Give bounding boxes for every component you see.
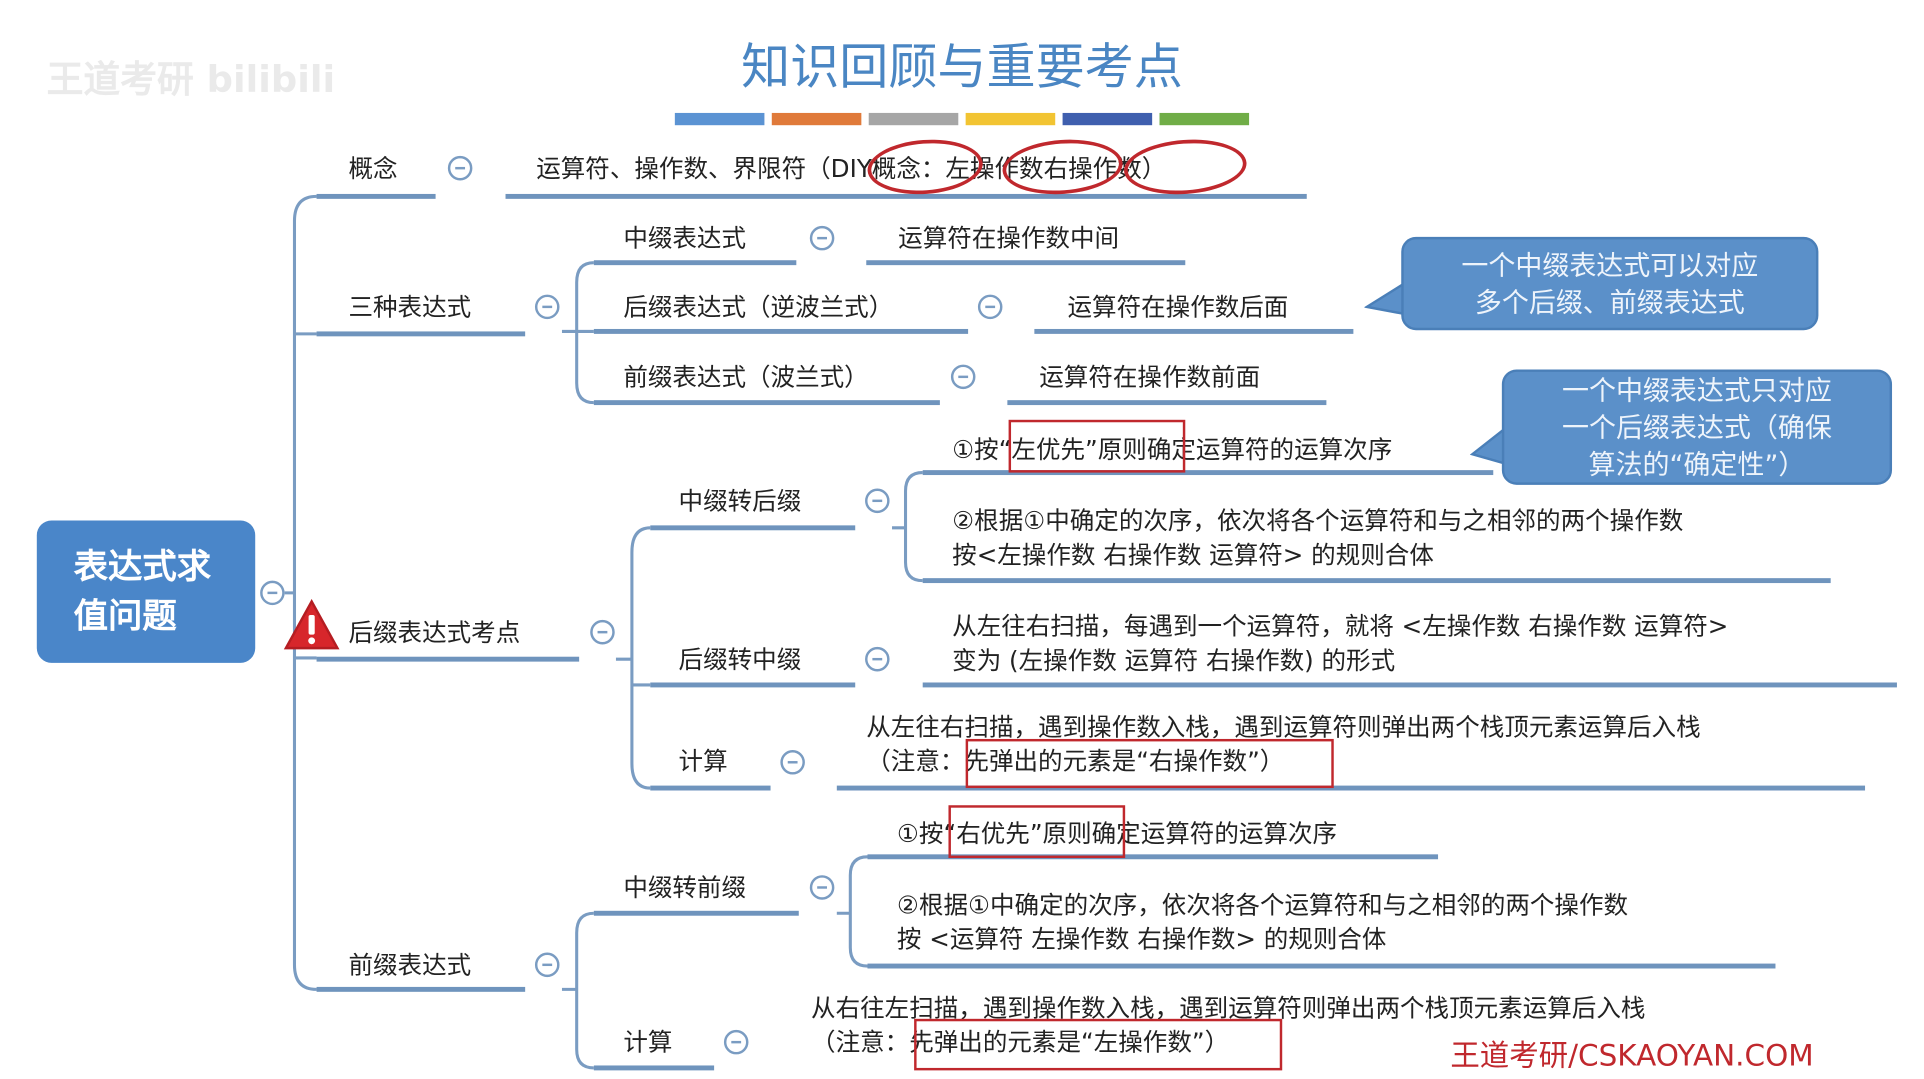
postfix-calc-label[interactable]: 计算: [678, 746, 728, 776]
prefix-collapse-toggle[interactable]: [950, 364, 976, 390]
right-operand-note-box: [965, 738, 1334, 789]
to-prefix-step2-line2: 按 <运算符 左操作数 右操作数> 的规则合体: [896, 924, 1387, 954]
concept-detail-underline: [505, 193, 1307, 199]
slide-title: 知识回顾与重要考点: [741, 39, 1183, 96]
warning-icon: [283, 599, 340, 650]
prefix-section-underline: [316, 986, 526, 992]
infix-desc-underline: [866, 260, 1186, 266]
color-bar-segment: [771, 112, 862, 126]
prefix-underline: [593, 400, 940, 406]
color-bar-segment: [965, 112, 1056, 126]
to-infix-collapse-toggle[interactable]: [865, 646, 890, 672]
callout-multiple-expressions: 一个中缀表达式可以对应 多个后缀、前缀表达式: [1401, 236, 1819, 331]
postfix-calc-line2: （注意：先弹出的元素是“右操作数”）: [866, 744, 1284, 778]
prefix-desc-underline: [1007, 400, 1327, 406]
right-priority-rule: “右优先”原则: [943, 818, 1092, 849]
postfix-calc-underline: [650, 785, 771, 791]
prefix-calc-label[interactable]: 计算: [623, 1027, 673, 1057]
concept-label[interactable]: 概念: [348, 153, 398, 183]
prefix-branch: [561, 911, 594, 1070]
prefix-calc-collapse-toggle[interactable]: [723, 1029, 749, 1055]
postfix-branch: [615, 526, 651, 790]
to-prefix-step1-underline: [867, 854, 1439, 860]
root-spine: [284, 194, 317, 991]
to-infix-desc-underline: [922, 682, 1897, 688]
postfix-collapse-toggle[interactable]: [977, 294, 1003, 320]
postfix-calc-collapse-toggle[interactable]: [780, 750, 805, 775]
to-postfix-step2-line2: 按<左操作数 右操作数 运算符> 的规则合体: [952, 540, 1434, 570]
to-infix-underline: [650, 682, 856, 688]
infix-label[interactable]: 中缀表达式: [623, 223, 747, 253]
diy-concept: DIY概念: [830, 153, 921, 183]
postfix-section-collapse-toggle[interactable]: [590, 619, 615, 645]
root-collapse-toggle[interactable]: [260, 580, 285, 606]
to-infix-line2: 变为 (左操作数 运算符 右操作数) 的形式: [952, 645, 1396, 676]
prefix-label[interactable]: 前缀表达式（波兰式）: [623, 362, 869, 392]
watermark: 王道考研 bilibili: [46, 58, 336, 102]
callout-determinism: 一个中缀表达式只对应 一个后缀表达式（确保 算法的“确定性”）: [1501, 369, 1893, 485]
to-postfix-collapse-toggle[interactable]: [865, 488, 890, 514]
to-prefix-collapse-toggle[interactable]: [809, 875, 835, 900]
to-postfix-underline: [650, 525, 856, 531]
left-operand-note-box: [914, 1018, 1283, 1071]
prefix-calc-line2: （注意：先弹出的元素是“左操作数”）: [811, 1025, 1229, 1059]
left-priority-highlight-box: [1008, 419, 1186, 473]
to-prefix-branch: [836, 855, 868, 968]
to-infix-line1: 从左往右扫描，每遇到一个运算符，就将 <左操作数 右操作数 运算符>: [952, 611, 1729, 641]
prefix-calc-line1: 从右往左扫描，遇到操作数入栈，遇到运算符则弹出两个栈顶元素运算后入栈: [811, 993, 1646, 1023]
postfix-section-label[interactable]: 后缀表达式考点: [348, 617, 521, 647]
postfix-desc: 运算符在操作数后面: [1067, 292, 1289, 322]
postfix-underline: [593, 328, 969, 334]
to-prefix-underline: [593, 910, 799, 916]
postfix-label[interactable]: 后缀表达式（逆波兰式）: [623, 292, 894, 322]
to-prefix-step2-line1: ②根据①中确定的次序，依次将各个运算符和与之相邻的两个操作数: [896, 889, 1629, 920]
postfix-section-underline: [316, 656, 580, 662]
to-postfix-step1-underline: [922, 470, 1494, 476]
postfix-calc-desc-underline: [836, 785, 1866, 791]
root-node[interactable]: 表达式求 值问题: [36, 520, 256, 663]
three-branch: [561, 261, 594, 405]
color-bar-segment: [674, 112, 765, 126]
to-postfix-step1: ①按“左优先”原则确定运算符的运算次序: [952, 432, 1392, 466]
left-operand-term: 左操作数: [945, 153, 1044, 183]
to-postfix-branch: [892, 471, 923, 583]
left-priority-rule: “左优先”原则: [998, 434, 1147, 464]
to-infix-label[interactable]: 后缀转中缀: [678, 644, 802, 674]
infix-underline: [593, 260, 797, 266]
color-bar-segment: [1159, 112, 1250, 126]
prefix-calc-underline: [593, 1065, 715, 1071]
three-expr-collapse-toggle[interactable]: [534, 294, 560, 320]
infix-collapse-toggle[interactable]: [809, 225, 835, 251]
concept-collapse-toggle[interactable]: [447, 155, 473, 181]
postfix-desc-underline: [1034, 328, 1354, 334]
prefix-desc: 运算符在操作数前面: [1039, 362, 1261, 392]
three-expr-underline: [316, 331, 526, 337]
color-bar-segment: [868, 112, 959, 126]
right-priority-highlight-box: [948, 805, 1126, 859]
concept-underline: [316, 193, 436, 199]
postfix-calc-line1: 从左往右扫描，遇到操作数入栈，遇到运算符则弹出两个栈顶元素运算后入栈: [866, 711, 1701, 742]
prefix-section-label[interactable]: 前缀表达式: [348, 950, 472, 980]
color-bar-segment: [1062, 112, 1153, 126]
infix-desc: 运算符在操作数中间: [898, 223, 1120, 253]
prefix-section-collapse-toggle[interactable]: [534, 952, 560, 978]
left-operand-note: 先弹出的元素是“左操作数”）: [909, 1027, 1230, 1057]
concept-detail: 运算符、操作数、界限符（DIY概念：左操作数右操作数）: [536, 151, 1166, 185]
to-prefix-label[interactable]: 中缀转前缀: [623, 872, 747, 903]
to-postfix-label[interactable]: 中缀转后缀: [678, 486, 802, 516]
to-prefix-step2-underline: [867, 963, 1776, 969]
to-postfix-step2-underline: [922, 578, 1831, 584]
footer-brand: 王道考研/CSKAOYAN.COM: [1450, 1038, 1814, 1073]
to-prefix-step1: ①按“右优先”原则确定运算符的运算次序: [897, 816, 1337, 850]
three-expr-label[interactable]: 三种表达式: [348, 292, 472, 322]
to-postfix-step2-line1: ②根据①中确定的次序，依次将各个运算符和与之相邻的两个操作数: [952, 505, 1684, 536]
right-operand-term: 右操作数: [1043, 153, 1142, 183]
right-operand-note: 先弹出的元素是“右操作数”）: [964, 746, 1285, 776]
